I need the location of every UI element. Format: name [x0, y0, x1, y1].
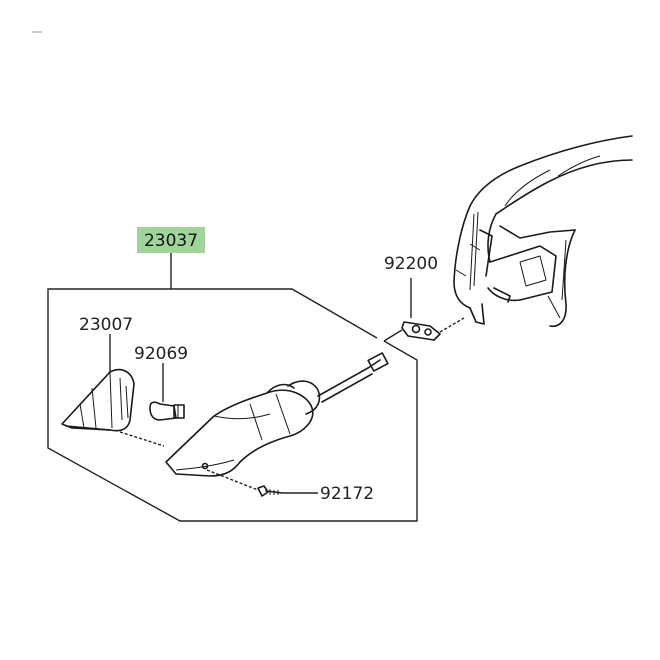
turn-signal-body-drawing	[165, 352, 389, 477]
part-label-92200[interactable]: 92200	[384, 254, 438, 274]
screw-drawing	[206, 469, 318, 497]
part-label-92069[interactable]: 92069	[134, 344, 188, 364]
assembly-frame	[47, 288, 418, 522]
rear-fender-drawing	[453, 135, 633, 328]
bulb-drawing	[149, 363, 185, 421]
part-label-92172[interactable]: 92172	[320, 484, 374, 504]
part-label-23007[interactable]: 23007	[79, 315, 133, 335]
assembly-highlight-box[interactable]	[137, 227, 205, 253]
part-label-23037[interactable]: 23037	[144, 231, 198, 251]
lens-drawing	[61, 334, 165, 447]
grommet-drawing	[383, 278, 465, 342]
